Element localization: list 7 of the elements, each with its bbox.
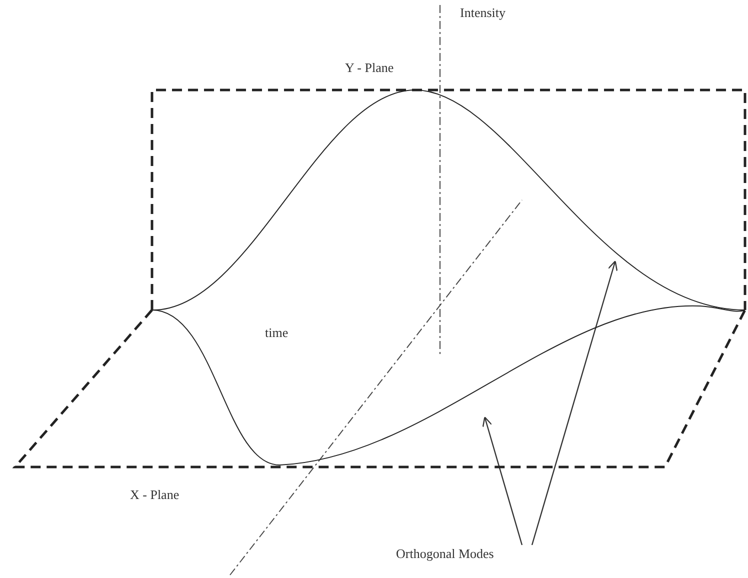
plane-label: X - Plane [130, 487, 180, 503]
leader-line [531, 260, 618, 546]
axis-label: Intensity [460, 5, 506, 21]
leader-line [482, 416, 523, 546]
annotation-label: Orthogonal Modes [396, 546, 494, 562]
axis-label: time [265, 325, 288, 341]
plane-label: Y - Plane [345, 60, 394, 76]
